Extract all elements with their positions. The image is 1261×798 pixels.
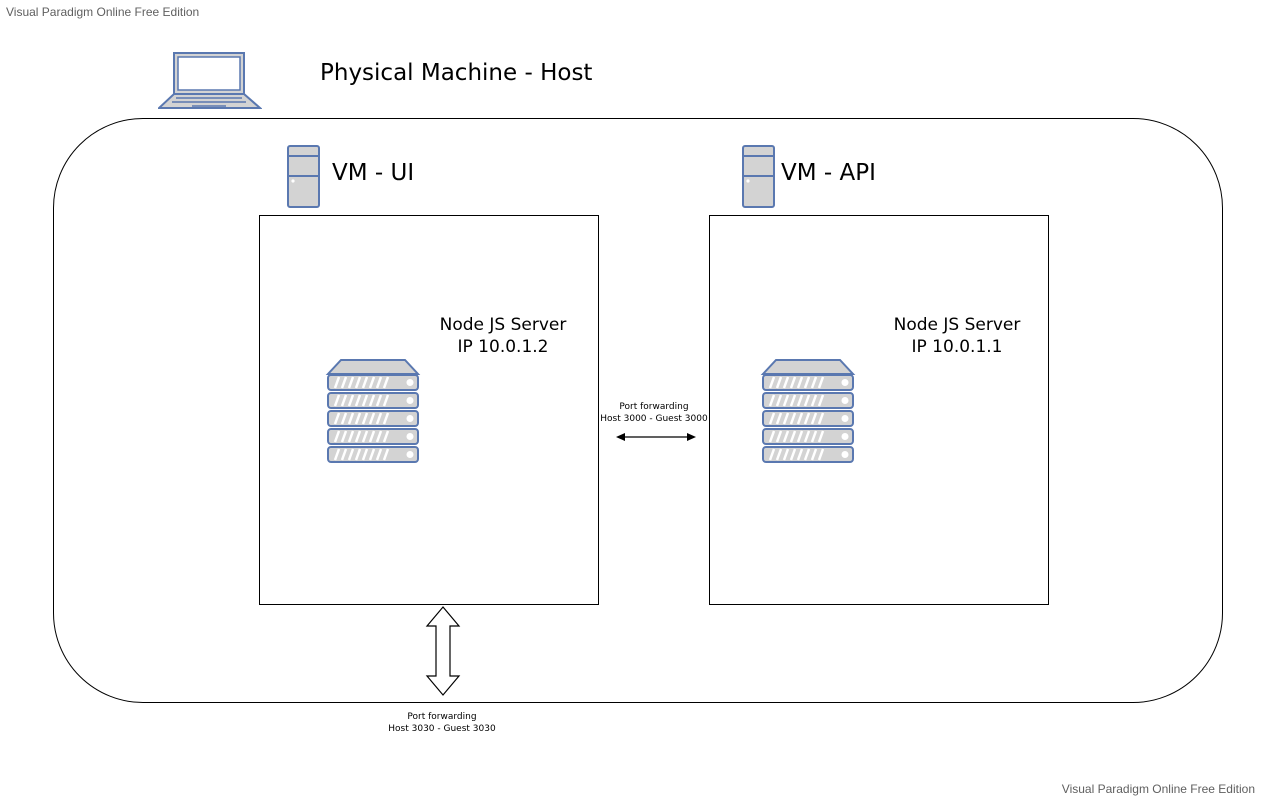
server-rack-icon: [760, 359, 856, 463]
watermark-top: Visual Paradigm Online Free Edition: [6, 5, 200, 19]
tower-pc-icon: [742, 145, 775, 208]
vm-api-box: [709, 215, 1049, 605]
watermark-bottom: Visual Paradigm Online Free Edition: [1061, 782, 1255, 796]
vm-api-server-label: Node JS Server IP 10.0.1.1: [886, 314, 1028, 358]
tower-pc-icon: [287, 145, 320, 208]
port-forward-vms-line1: Port forwarding: [619, 402, 689, 412]
port-forward-vms-label: Port forwarding Host 3000 - Guest 3000: [590, 401, 718, 425]
vm-ui-server-name: Node JS Server: [439, 315, 567, 335]
vm-ui-server-label: Node JS Server IP 10.0.1.2: [432, 314, 574, 358]
server-rack-icon: [325, 359, 421, 463]
vm-ui-box: [259, 215, 599, 605]
vm-api-server-ip: IP 10.0.1.1: [911, 337, 1003, 357]
host-title: Physical Machine - Host: [320, 60, 593, 86]
port-forward-host-label: Port forwarding Host 3030 - Guest 3030: [378, 711, 506, 735]
vm-ui-server-ip: IP 10.0.1.2: [457, 337, 549, 357]
port-forward-host-line1: Port forwarding: [407, 712, 477, 722]
laptop-icon: [158, 52, 262, 109]
vm-api-title: VM - API: [781, 160, 876, 186]
vm-ui-title: VM - UI: [332, 160, 415, 186]
bidirectional-block-arrow: [425, 606, 461, 696]
port-forward-host-line2: Host 3030 - Guest 3030: [388, 724, 496, 734]
vm-api-server-name: Node JS Server: [893, 315, 1021, 335]
host-frame: [53, 118, 1223, 703]
port-forward-vms-line2: Host 3000 - Guest 3000: [600, 414, 708, 424]
